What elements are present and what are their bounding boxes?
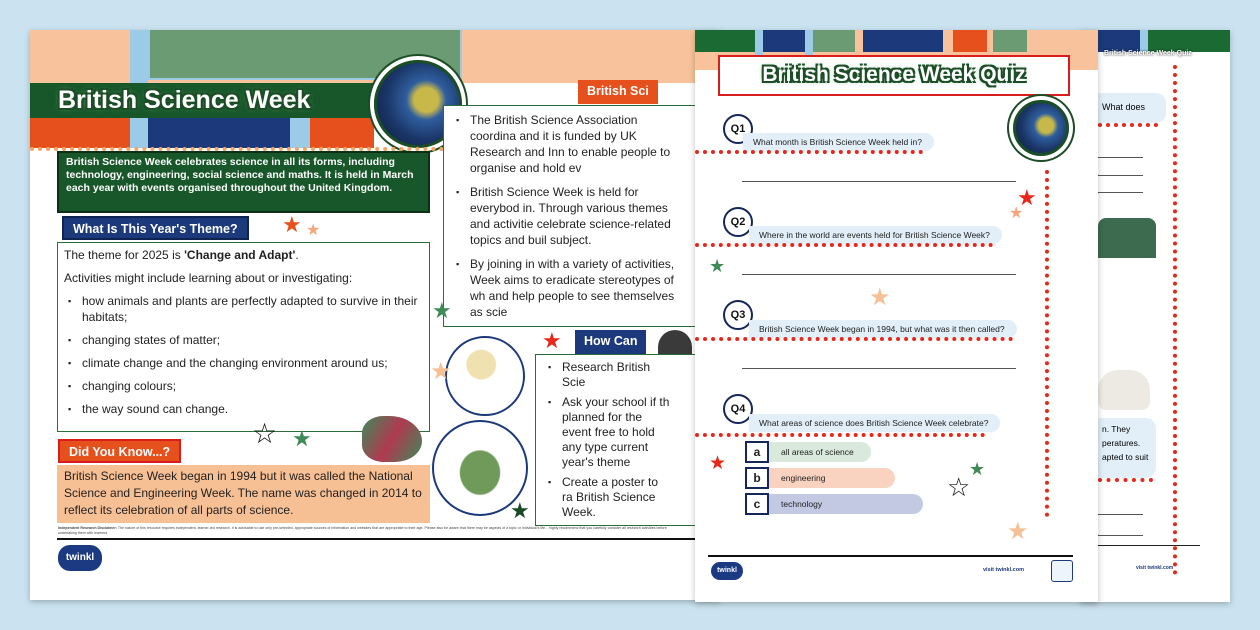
list-item: By joining in with a variety of activiti… — [452, 256, 684, 320]
how-heading: How Can — [575, 330, 647, 354]
back-page-title: British Science Week Quiz — [1104, 50, 1192, 57]
star-icon: ★ — [542, 328, 562, 353]
list-item: changing states of matter; — [64, 332, 423, 348]
theme-heading: What Is This Year's Theme? — [62, 216, 249, 240]
person-image — [658, 330, 692, 354]
list-item: Research British Scie — [544, 360, 672, 390]
about-heading: British Sci — [578, 80, 658, 104]
list-item: The British Science Association coordina… — [452, 112, 684, 176]
star-icon: ★ — [1009, 205, 1024, 222]
polar-bear-illustration — [1098, 370, 1150, 410]
star-icon: ★ — [1017, 185, 1037, 210]
students-illustration — [1098, 218, 1156, 258]
star-icon: ☆ — [947, 472, 971, 502]
poster-title: British Science Week — [58, 86, 311, 114]
quiz-title: British Science Week Quiz — [762, 63, 1026, 86]
list-item: British Science Week is held for everybo… — [452, 184, 684, 248]
quiz-page: British Science Week Quiz Q1 What month … — [695, 30, 1098, 602]
did-you-know-heading: Did You Know...? — [58, 439, 182, 463]
list-item: climate change and the changing environm… — [64, 355, 423, 371]
question-text: What month is British Science Week held … — [743, 133, 934, 151]
list-item: Create a poster to ra British Science We… — [544, 475, 672, 520]
star-icon: ★ — [709, 256, 726, 276]
answer-line[interactable] — [742, 181, 1016, 182]
question-text: British Science Week began in 1994, but … — [749, 320, 1017, 338]
star-icon: ★ — [969, 459, 986, 479]
star-icon: ★ — [430, 358, 452, 385]
star-icon: ★ — [282, 212, 302, 237]
list-item: the way sound can change. — [64, 401, 423, 417]
question-number: Q3 — [723, 300, 753, 330]
answer-line[interactable] — [742, 274, 1016, 275]
about-box: The British Science Association coordina… — [443, 105, 720, 327]
ice-cream-image — [445, 336, 525, 416]
star-icon: ★ — [709, 453, 727, 474]
star-icon: ★ — [869, 284, 891, 311]
question-number: Q4 — [723, 394, 753, 424]
star-icon: ★ — [1007, 518, 1029, 545]
did-you-know-box: British Science Week began in 1994 but i… — [57, 465, 430, 523]
list-item: changing colours; — [64, 378, 423, 394]
activities-list: how animals and plants are perfectly ada… — [64, 293, 423, 417]
quality-badge — [1051, 560, 1073, 582]
theme-box: The theme for 2025 is 'Change and Adapt'… — [57, 242, 430, 432]
disclaimer: Independent Research Disclaimer: The nat… — [58, 526, 667, 535]
star-icon: ☆ — [252, 418, 278, 449]
globe-image — [1013, 100, 1069, 156]
answer-line[interactable] — [742, 368, 1016, 369]
twinkl-logo: twinkl — [58, 545, 102, 571]
intro-box: British Science Week celebrates science … — [57, 151, 430, 213]
question-text: Where in the world are events held for B… — [749, 226, 1002, 244]
star-icon: ★ — [510, 498, 530, 523]
star-icon: ★ — [306, 222, 321, 239]
list-item: how animals and plants are perfectly ada… — [64, 293, 423, 325]
back-question-fragment: What does — [1102, 102, 1146, 112]
back-quiz-page: British Science Week Quiz What does n. T… — [1080, 30, 1230, 602]
question-number: Q2 — [723, 207, 753, 237]
chameleon-image — [362, 416, 422, 462]
theme-name: 'Change and Adapt' — [184, 248, 296, 262]
list-item: Ask your school if th planned for the ev… — [544, 395, 672, 470]
question-text: What areas of science does British Scien… — [749, 414, 1001, 432]
star-icon: ★ — [432, 298, 452, 323]
back-footer-link[interactable]: visit twinkl.com — [1136, 565, 1174, 571]
twinkl-logo: twinkl — [711, 562, 743, 580]
globe-image — [374, 60, 462, 148]
cactus-image — [432, 420, 528, 516]
quiz-title-box: British Science Week Quiz — [718, 55, 1070, 96]
star-icon: ★ — [292, 426, 312, 451]
poster-page: British Science Week British Science Wee… — [30, 30, 720, 600]
footer-link[interactable]: visit twinkl.com — [983, 567, 1024, 573]
how-box: Research British Scie Ask your school if… — [535, 354, 720, 526]
